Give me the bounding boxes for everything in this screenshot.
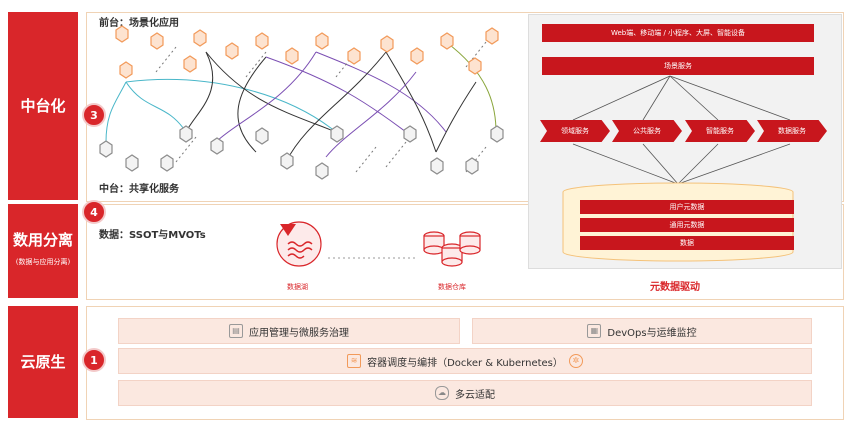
app-management-label: 应用管理与微服务治理 xyxy=(249,327,349,339)
section-cloud-native: 云原生 xyxy=(8,306,78,418)
db-common-metadata: 通用元数据 xyxy=(580,218,794,232)
service-data: 数据服务 xyxy=(757,120,827,142)
row-multicloud: ☁ 多云适配 xyxy=(118,380,812,406)
label-data-lake: 数据湖 xyxy=(287,283,308,291)
db-user-metadata: 用户元数据 xyxy=(580,200,794,214)
service-network xyxy=(99,25,504,180)
cloud-icon: ☁ xyxy=(435,386,449,400)
section-data-note: (数据与应用分离) xyxy=(15,258,71,266)
label-data-warehouse: 数据仓库 xyxy=(438,283,466,291)
row-app-management: ▤ 应用管理与微服务治理 xyxy=(118,318,460,344)
badge-4: 4 xyxy=(82,200,106,224)
section-data-separation: 数用分离 (数据与应用分离) xyxy=(8,204,78,298)
label-data: 数据：SSOT与MVOTs xyxy=(99,230,206,241)
kubernetes-icon: ✲ xyxy=(568,354,583,368)
section-middle-platform: 中台化 xyxy=(8,12,78,200)
service-smart: 智能服务 xyxy=(685,120,755,142)
data-lake-icon xyxy=(276,221,322,267)
bar-endpoints: Web端、移动端 / 小程序、大屏、智能设备 xyxy=(542,24,814,42)
devops-label: DevOps与运维监控 xyxy=(607,327,697,339)
label-shared: 中台：共享化服务 xyxy=(99,184,179,195)
service-domain: 领域服务 xyxy=(540,120,610,142)
multicloud-label: 多云适配 xyxy=(455,389,495,401)
dotted-link xyxy=(328,257,418,259)
docker-icon: ≋ xyxy=(347,354,362,368)
db-data: 数据 xyxy=(580,236,794,250)
badge-1: 1 xyxy=(82,348,106,372)
badge-3: 3 xyxy=(82,103,106,127)
section-cloud-label: 云原生 xyxy=(20,353,66,371)
row-scheduling: ≋ 容器调度与编排（Docker & Kubernetes） ✲ xyxy=(118,348,812,374)
label-front: 前台：场景化应用 xyxy=(99,18,179,29)
section-middle-label: 中台化 xyxy=(20,97,66,115)
scheduling-label: 容器调度与编排（Docker & Kubernetes） xyxy=(367,357,563,369)
section-data-label: 数用分离 xyxy=(12,231,73,249)
app-management-icon: ▤ xyxy=(229,324,243,338)
service-public: 公共服务 xyxy=(612,120,682,142)
data-warehouse-icon xyxy=(423,231,481,267)
bar-scene-service: 场景服务 xyxy=(542,57,814,75)
row-devops: ▦ DevOps与运维监控 xyxy=(472,318,812,344)
devops-icon: ▦ xyxy=(587,324,602,338)
label-metadata-driven: 元数据驱动 xyxy=(650,282,700,293)
